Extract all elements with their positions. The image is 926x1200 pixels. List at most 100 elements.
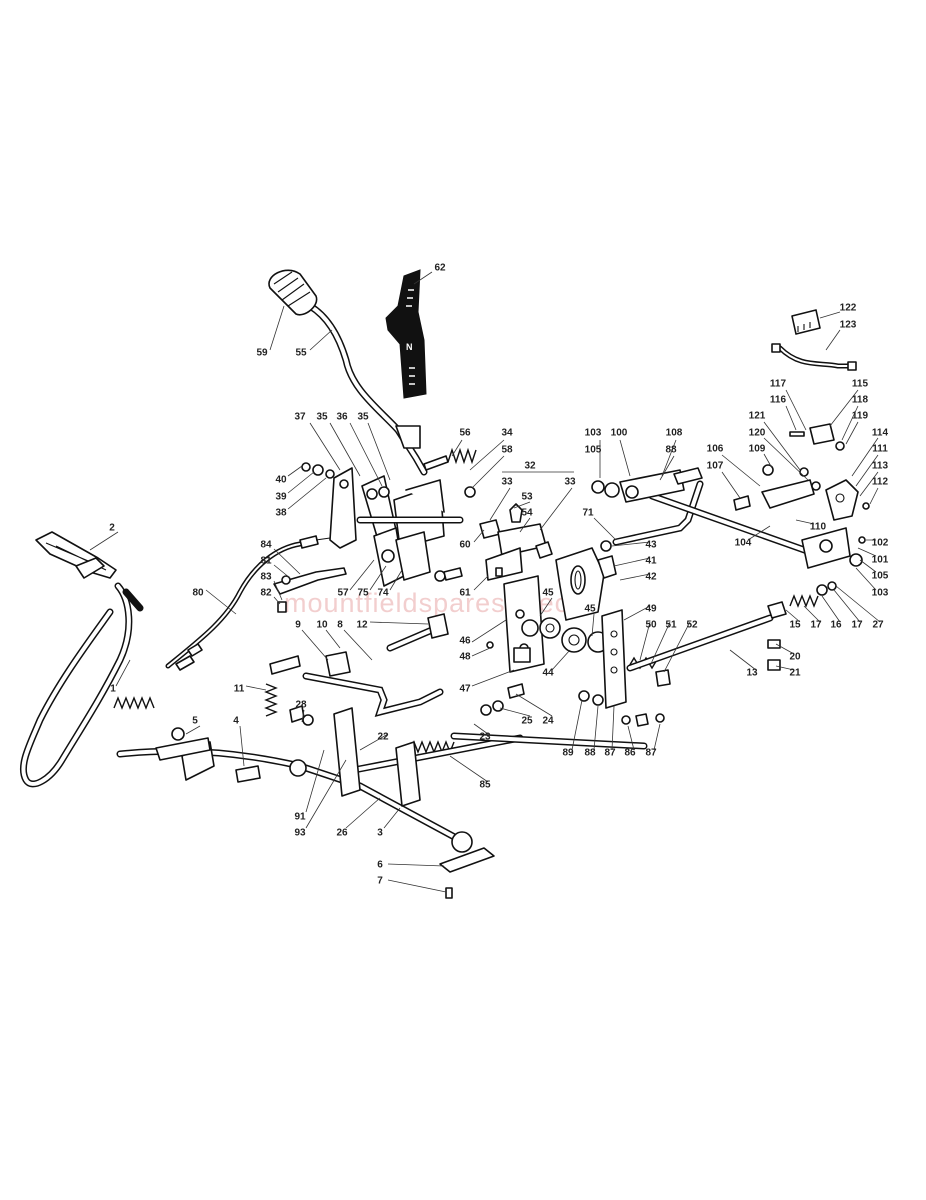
lower-left-plates bbox=[373, 527, 463, 587]
callout-32: 32 bbox=[524, 461, 536, 472]
right-vertical-plate bbox=[601, 609, 627, 709]
pin-56 bbox=[423, 455, 449, 471]
small-linkage bbox=[273, 567, 347, 613]
callout-109: 109 bbox=[749, 444, 766, 455]
callout-54: 54 bbox=[521, 508, 533, 519]
callout-53: 53 bbox=[521, 492, 533, 503]
control-cable bbox=[165, 535, 331, 671]
callout-28: 28 bbox=[295, 700, 307, 711]
callout-120: 120 bbox=[749, 428, 766, 439]
callout-12: 12 bbox=[356, 620, 368, 631]
callout-88b: 88 bbox=[584, 748, 596, 759]
callout-55: 55 bbox=[295, 348, 307, 359]
callout-52: 52 bbox=[686, 620, 698, 631]
callout-102: 102 bbox=[872, 538, 889, 549]
callout-44: 44 bbox=[542, 668, 554, 679]
callout-57: 57 bbox=[337, 588, 349, 599]
callout-35b: 35 bbox=[357, 412, 369, 423]
callout-51: 51 bbox=[665, 620, 677, 631]
callout-8: 8 bbox=[337, 620, 343, 631]
callout-10: 10 bbox=[316, 620, 328, 631]
callout-122: 122 bbox=[840, 303, 857, 314]
callout-75: 75 bbox=[357, 588, 369, 599]
callout-85: 85 bbox=[479, 780, 491, 791]
callout-100: 100 bbox=[611, 428, 628, 439]
callout-105a: 105 bbox=[585, 445, 602, 456]
callout-38: 38 bbox=[275, 508, 287, 519]
callout-25: 25 bbox=[521, 716, 533, 727]
callout-87a: 87 bbox=[604, 748, 616, 759]
callout-35a: 35 bbox=[316, 412, 328, 423]
control-rod-13 bbox=[626, 581, 837, 672]
callout-104: 104 bbox=[735, 538, 752, 549]
callout-83: 83 bbox=[260, 572, 272, 583]
bolt-cluster bbox=[789, 423, 845, 491]
callout-16: 16 bbox=[830, 620, 842, 631]
callout-108: 108 bbox=[666, 428, 683, 439]
callout-88a: 88 bbox=[665, 445, 677, 456]
callout-71: 71 bbox=[582, 508, 594, 519]
callout-110: 110 bbox=[810, 522, 827, 533]
callout-24: 24 bbox=[542, 716, 554, 727]
switch-and-harness bbox=[771, 309, 857, 371]
callout-118: 118 bbox=[852, 395, 869, 406]
callout-7: 7 bbox=[377, 876, 383, 887]
callout-103b: 103 bbox=[872, 588, 889, 599]
gear-lever bbox=[268, 269, 428, 476]
callout-21: 21 bbox=[789, 668, 801, 679]
leader-lines bbox=[89, 271, 881, 893]
decal-neutral-letter: N bbox=[406, 342, 413, 352]
callout-47: 47 bbox=[459, 684, 471, 695]
callout-91: 91 bbox=[294, 812, 306, 823]
callout-42: 42 bbox=[645, 572, 657, 583]
callout-62: 62 bbox=[434, 263, 446, 274]
callout-82: 82 bbox=[260, 588, 272, 599]
callout-34: 34 bbox=[501, 428, 513, 439]
callout-9: 9 bbox=[295, 620, 301, 631]
callout-27: 27 bbox=[872, 620, 884, 631]
callout-13: 13 bbox=[746, 668, 758, 679]
callout-2: 2 bbox=[109, 523, 115, 534]
callout-39: 39 bbox=[275, 492, 287, 503]
spring-1 bbox=[113, 696, 155, 710]
callout-1: 1 bbox=[110, 684, 116, 695]
callout-17b: 17 bbox=[851, 620, 863, 631]
callout-111: 111 bbox=[872, 444, 888, 455]
callout-23: 23 bbox=[479, 732, 491, 743]
spring-plate bbox=[555, 540, 617, 621]
callout-93: 93 bbox=[294, 828, 306, 839]
callout-106: 106 bbox=[707, 444, 724, 455]
callout-61: 61 bbox=[459, 588, 471, 599]
callout-116: 116 bbox=[770, 395, 787, 406]
callout-49: 49 bbox=[645, 604, 657, 615]
callout-6: 6 bbox=[377, 860, 383, 871]
callout-45a: 45 bbox=[542, 588, 554, 599]
callout-86: 86 bbox=[624, 748, 636, 759]
callout-40: 40 bbox=[275, 475, 287, 486]
callout-33b: 33 bbox=[564, 477, 576, 488]
callout-80: 80 bbox=[192, 588, 204, 599]
callout-48: 48 bbox=[459, 652, 471, 663]
callout-26: 26 bbox=[336, 828, 348, 839]
spring-11 bbox=[264, 683, 278, 717]
center-bracket bbox=[479, 471, 574, 581]
gear-decal: N bbox=[385, 269, 427, 399]
callout-37: 37 bbox=[294, 412, 306, 423]
callout-112: 112 bbox=[872, 477, 889, 488]
callout-84: 84 bbox=[260, 540, 272, 551]
callout-3: 3 bbox=[377, 828, 383, 839]
lower-shaft bbox=[116, 683, 665, 899]
callout-87b: 87 bbox=[645, 748, 657, 759]
callout-15: 15 bbox=[789, 620, 801, 631]
rear-shaft bbox=[591, 464, 870, 569]
callout-22: 22 bbox=[377, 732, 389, 743]
callout-89: 89 bbox=[562, 748, 574, 759]
callout-46: 46 bbox=[459, 636, 471, 647]
callout-123: 123 bbox=[840, 320, 857, 331]
callout-60: 60 bbox=[459, 540, 471, 551]
callout-115: 115 bbox=[852, 379, 869, 390]
callout-117: 117 bbox=[770, 379, 787, 390]
nut-52 bbox=[655, 669, 671, 687]
callout-4: 4 bbox=[233, 716, 239, 727]
